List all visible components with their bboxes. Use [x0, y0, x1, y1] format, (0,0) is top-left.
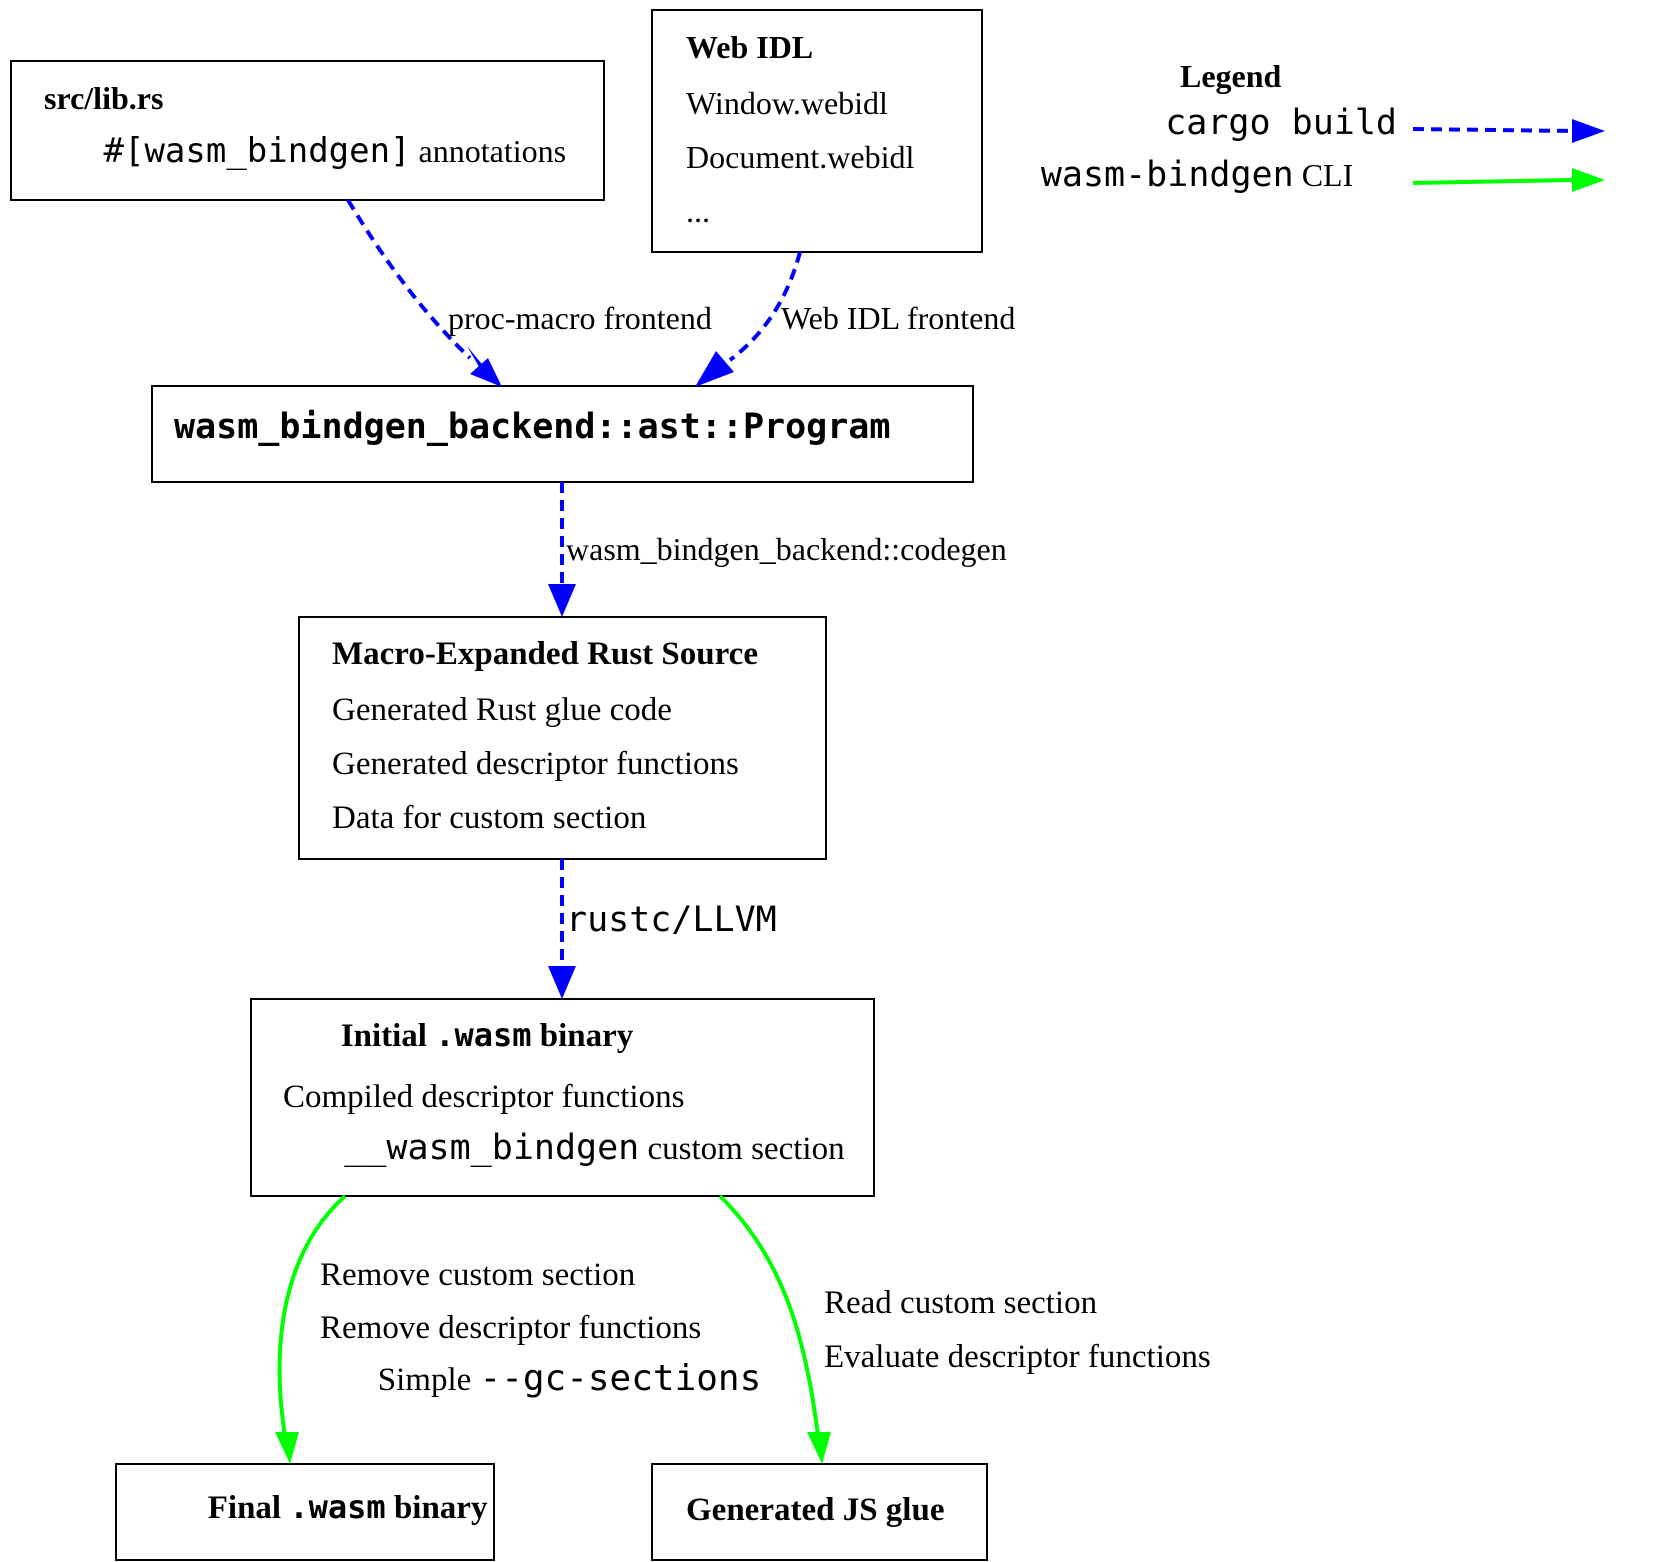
node-program: wasm_bindgen_backend::ast::Program — [151, 385, 974, 483]
legend: Legend cargo build wasm-bindgen CLI — [980, 58, 1605, 195]
edge-to-final: Remove custom section Remove descriptor … — [275, 1194, 803, 1464]
node-final-wasm-title-code: .wasm — [289, 1488, 385, 1526]
legend-title: Legend — [1180, 58, 1282, 94]
svg-text:#[wasm_bindgen] annotations: #[wasm_bindgen] annotations — [44, 131, 609, 171]
node-src-lib-title: src/lib.rs — [44, 80, 163, 116]
legend-cli-code: wasm-bindgen — [1041, 155, 1294, 195]
node-initial-wasm-code: __wasm_bindgen — [344, 1128, 639, 1168]
node-web-idl-line: Window.webidl — [686, 85, 888, 121]
edge-to-js-line: Read custom section — [824, 1285, 1097, 1321]
node-macro-expanded-line: Generated Rust glue code — [332, 692, 672, 728]
node-initial-wasm-title-code: .wasm — [435, 1016, 531, 1054]
svg-text:__wasm_bindgen custom section: __wasm_bindgen custom section — [283, 1128, 888, 1168]
edge-to-final-line3-code: --gc-sections — [480, 1358, 762, 1399]
node-final-wasm: Final .wasm binary — [115, 1463, 529, 1561]
node-program-title: wasm_bindgen_backend::ast::Program — [174, 407, 890, 447]
node-web-idl-title: Web IDL — [686, 29, 813, 65]
edge-to-js-line: Evaluate descriptor functions — [824, 1339, 1211, 1375]
edge-codegen-label: wasm_bindgen_backend::codegen — [566, 531, 1007, 567]
node-web-idl: Web IDL Window.webidl Document.webidl ..… — [651, 9, 983, 253]
node-src-lib: src/lib.rs #[wasm_bindgen] annotations — [10, 60, 609, 201]
legend-cargo-line — [1412, 127, 1575, 133]
edge-to-final-line3-text: Simple — [378, 1362, 480, 1398]
node-web-idl-line: ... — [686, 193, 710, 229]
edge-rustc: rustc/LLVM — [548, 859, 777, 999]
node-macro-expanded-line: Data for custom section — [332, 800, 646, 836]
edge-rustc-label: rustc/LLVM — [566, 900, 777, 940]
legend-cargo-arrowhead — [1572, 119, 1605, 143]
edge-webidl-frontend-label: Web IDL frontend — [781, 300, 1015, 336]
legend-cli-arrowhead — [1572, 168, 1605, 192]
edge-webidl-frontend: Web IDL frontend — [695, 251, 1015, 387]
node-src-lib-text: annotations — [411, 133, 567, 169]
legend-cli-line — [1412, 178, 1575, 185]
node-initial-wasm-title-pre: Initial — [341, 1018, 435, 1054]
legend-cli-text: CLI — [1294, 157, 1354, 193]
node-js-glue: Generated JS glue — [651, 1463, 988, 1561]
edge-proc-macro-label: proc-macro frontend — [448, 300, 712, 336]
node-initial-wasm-line: Compiled descriptor functions — [283, 1079, 684, 1115]
svg-text:wasm-bindgen CLI: wasm-bindgen CLI — [980, 155, 1397, 195]
node-js-glue-title: Generated JS glue — [686, 1492, 944, 1528]
edge-to-final-line: Remove descriptor functions — [320, 1310, 701, 1346]
edge-proc-macro: proc-macro frontend — [346, 198, 712, 387]
edge-to-final-line: Remove custom section — [320, 1257, 635, 1293]
node-initial-wasm-text: custom section — [639, 1131, 844, 1167]
legend-cargo-label: cargo build — [1165, 103, 1397, 143]
edge-to-js: Read custom section Evaluate descriptor … — [718, 1194, 1211, 1464]
svg-text:Initial .wasm binary: Initial .wasm binary — [283, 1016, 675, 1054]
node-src-lib-code: #[wasm_bindgen] — [104, 131, 411, 171]
svg-text:Simple --gc-sections: Simple --gc-sections — [320, 1358, 803, 1399]
svg-text:Final .wasm binary: Final .wasm binary — [150, 1488, 529, 1526]
node-initial-wasm: Initial .wasm binary Compiled descriptor… — [250, 998, 888, 1197]
node-web-idl-line: Document.webidl — [686, 139, 915, 175]
node-final-wasm-title-pre: Final — [208, 1490, 290, 1526]
node-macro-expanded-line: Generated descriptor functions — [332, 746, 739, 782]
node-macro-expanded: Macro-Expanded Rust Source Generated Rus… — [298, 616, 827, 860]
node-final-wasm-title-post: binary — [386, 1490, 488, 1526]
node-initial-wasm-title-post: binary — [532, 1018, 634, 1054]
node-macro-expanded-title: Macro-Expanded Rust Source — [332, 636, 758, 672]
edge-codegen: wasm_bindgen_backend::codegen — [548, 482, 1007, 617]
